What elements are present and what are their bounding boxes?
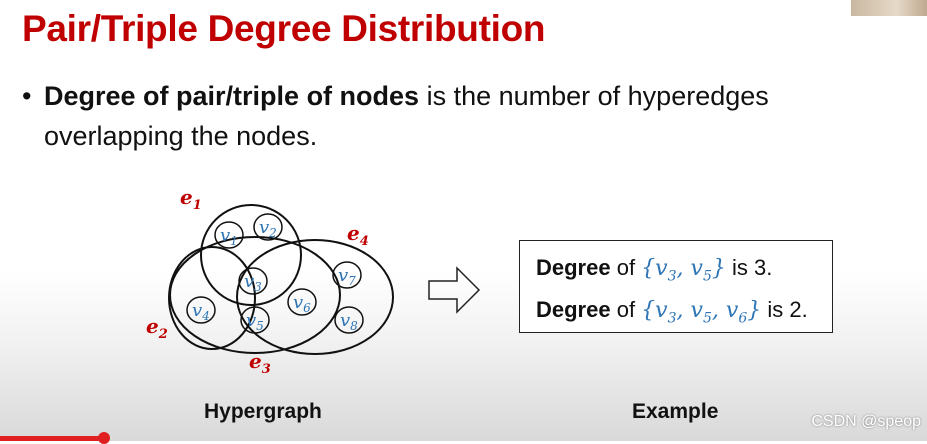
bullet-rest-line2: overlapping the nodes.: [44, 121, 318, 151]
node-v4-label: v4: [192, 300, 210, 323]
node-v6-label: v6: [293, 292, 311, 315]
node-v7: [332, 261, 362, 289]
set2-v6: v6: [725, 298, 748, 327]
video-progress-knob[interactable]: [98, 432, 110, 444]
watermark: CSDN @speop: [811, 413, 921, 430]
video-progress-bar[interactable]: [0, 436, 104, 441]
node-v8-label: v8: [340, 310, 358, 333]
example-line-1: Degree of {v3, v5} is 3.: [536, 255, 773, 285]
node-v3: [238, 267, 268, 295]
bullet-text: Degree of pair/triple of nodes is the nu…: [44, 76, 904, 156]
node-v8: [334, 306, 364, 334]
set2-v3: v3: [655, 298, 677, 327]
hollow-right-arrow-icon: [428, 266, 481, 314]
node-v4: [186, 296, 216, 324]
node-v3-label: v3: [244, 271, 262, 294]
hyperedge-e4: [236, 239, 394, 355]
hyperedge-e2: [168, 246, 256, 350]
slide-title: Pair/Triple Degree Distribution: [22, 8, 546, 49]
bullet-bold-term: Degree of pair/triple of nodes: [44, 81, 420, 111]
hyperedge-e3: [169, 236, 341, 354]
webcam-thumbnail: [851, 0, 927, 16]
caption-example: Example: [632, 400, 719, 423]
caption-hypergraph: Hypergraph: [204, 400, 322, 423]
node-v5-label: v5: [246, 310, 264, 333]
hyperedge-e1: [200, 204, 302, 306]
edge-e2-label: e2: [146, 314, 168, 342]
set1-v3: v3: [655, 256, 677, 285]
node-v1-label: v1: [220, 225, 238, 248]
node-v5: [240, 306, 270, 334]
example-line-2: Degree of {v3, v5, v6} is 2.: [536, 297, 808, 327]
example-set-2: {v3, v5, v6}: [641, 298, 762, 327]
node-v1: [214, 221, 244, 249]
node-v7-label: v7: [338, 265, 356, 288]
example-set-1: {v3, v5}: [641, 256, 726, 285]
edge-e4-label: e4: [347, 221, 369, 249]
set2-v5: v5: [690, 298, 712, 327]
example-box: Degree of {v3, v5} is 3. Degree of {v3, …: [519, 240, 833, 333]
edge-e1-label: e1: [180, 185, 202, 213]
node-v6: [287, 288, 317, 316]
bullet-dot-icon: •: [22, 81, 32, 111]
edge-e3-label: e3: [249, 349, 271, 377]
set1-v5: v5: [690, 256, 712, 285]
bullet-rest-line1: is the number of hyperedges: [419, 81, 769, 111]
node-group: [186, 213, 364, 334]
node-v2-label: v2: [259, 217, 277, 240]
node-v2: [253, 213, 283, 241]
